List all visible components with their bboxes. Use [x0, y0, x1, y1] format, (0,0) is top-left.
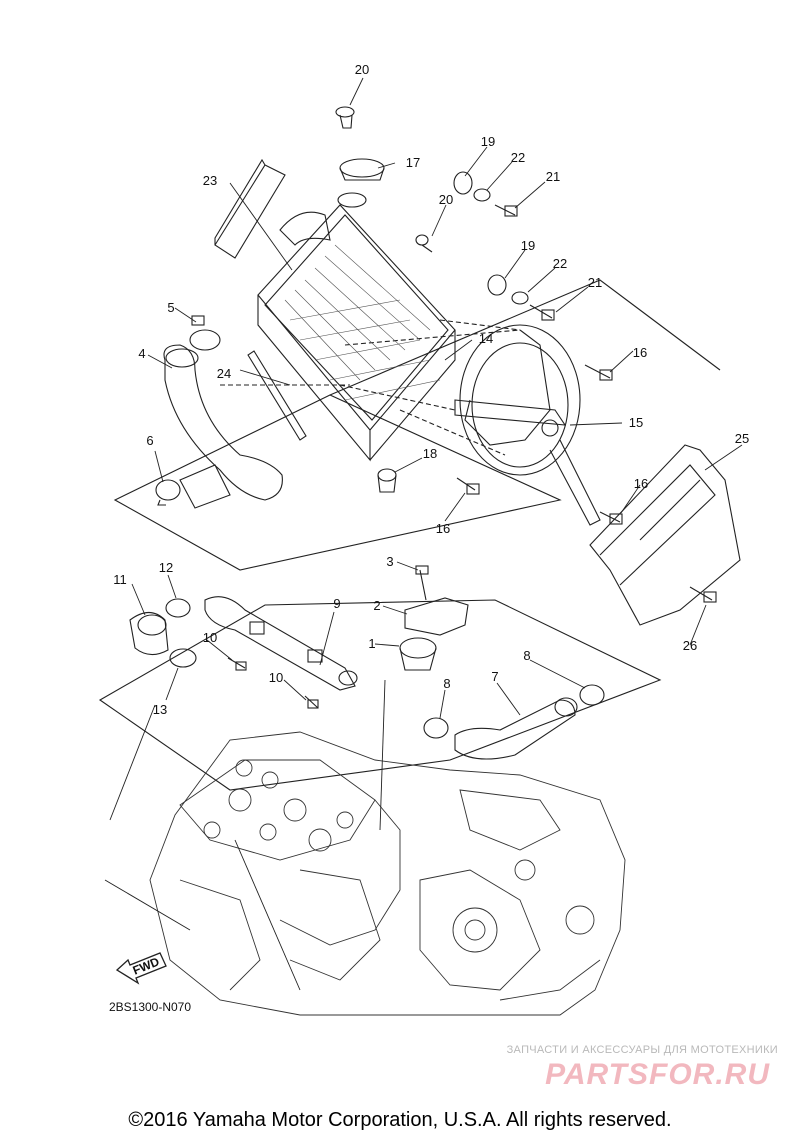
thermostat-1	[399, 637, 437, 671]
clamp-8-a	[579, 684, 605, 706]
callout-24: 24	[217, 366, 231, 381]
callout-13: 13	[153, 702, 167, 717]
clamp-8-b	[423, 717, 449, 739]
callout-12: 12	[159, 560, 173, 575]
fitting-6	[179, 464, 231, 509]
callout-10-b: 10	[269, 670, 283, 685]
callout-17: 17	[406, 155, 420, 170]
callout-15: 15	[629, 415, 643, 430]
screw-10-a	[227, 657, 247, 671]
lower-section-outline	[98, 599, 662, 791]
housing-2	[404, 597, 469, 636]
callout-22-b: 22	[553, 256, 567, 271]
cover-25	[589, 444, 741, 626]
clamp-5	[189, 315, 221, 351]
callout-5: 5	[167, 300, 174, 315]
callout-6: 6	[146, 433, 153, 448]
callout-labels: 1 2 3 4 5 6 7 8 8 9 10 10 11 12 13 14 15…	[109, 62, 749, 1014]
copyright-footer: ©2016 Yamaha Motor Corporation, U.S.A. A…	[128, 1109, 672, 1131]
callout-16-c: 16	[436, 521, 450, 536]
callout-3: 3	[386, 554, 393, 569]
callout-25: 25	[735, 431, 749, 446]
callout-16-a: 16	[633, 345, 647, 360]
fan-assembly	[454, 324, 601, 526]
callout-26: 26	[683, 638, 697, 653]
screw-10-b	[304, 695, 319, 709]
hose-4	[163, 344, 283, 501]
bolt-20-top	[335, 106, 355, 129]
callout-10-a: 10	[203, 630, 217, 645]
bolt-16-c	[456, 477, 480, 495]
leader-lines	[104, 77, 743, 991]
callout-9: 9	[333, 596, 340, 611]
callout-22-a: 22	[511, 150, 525, 165]
clamp-13	[169, 648, 197, 668]
hose-9	[204, 596, 358, 691]
callout-4: 4	[138, 346, 145, 361]
callout-1: 1	[368, 636, 375, 651]
watermark-logo: PARTSFOR.RU	[545, 1058, 770, 1091]
callout-20-b: 20	[439, 192, 453, 207]
callout-11: 11	[113, 572, 127, 587]
bolt-16-a	[584, 364, 613, 381]
watermark-tagline: ЗАПЧАСТИ И АКСЕССУАРЫ ДЛЯ МОТОТЕХНИКИ	[506, 1044, 778, 1056]
callout-2: 2	[373, 598, 380, 613]
fwd-arrow-icon	[115, 952, 167, 985]
callout-14: 14	[479, 331, 493, 346]
hose-11	[129, 611, 169, 656]
bolt-3	[415, 565, 429, 601]
callout-19-a: 19	[481, 134, 495, 149]
callout-16-b: 16	[634, 476, 648, 491]
strip-24	[247, 350, 307, 441]
bolt-16-b	[599, 511, 623, 525]
radiator-cap	[337, 158, 385, 208]
grommet-18	[377, 468, 397, 493]
hardware-lower	[487, 274, 555, 321]
callout-23: 23	[203, 173, 217, 188]
hardware-upper	[415, 171, 518, 253]
drawing-code: 2BS1300-N070	[109, 1000, 191, 1014]
rubber-pad-23	[214, 158, 286, 259]
callout-21-b: 21	[588, 275, 602, 290]
radiator	[257, 204, 456, 462]
clamp-6	[155, 479, 181, 506]
callout-8-a: 8	[523, 648, 530, 663]
callout-7: 7	[491, 669, 498, 684]
callout-20-a: 20	[355, 62, 369, 77]
hose-7	[454, 697, 578, 760]
bolt-26	[689, 586, 717, 603]
callout-18: 18	[423, 446, 437, 461]
callout-19-b: 19	[521, 238, 535, 253]
callout-21-a: 21	[546, 169, 560, 184]
upper-section-outline	[113, 279, 721, 571]
clamp-12	[165, 598, 191, 618]
callout-8-b: 8	[443, 676, 450, 691]
engine-block	[149, 731, 626, 1016]
